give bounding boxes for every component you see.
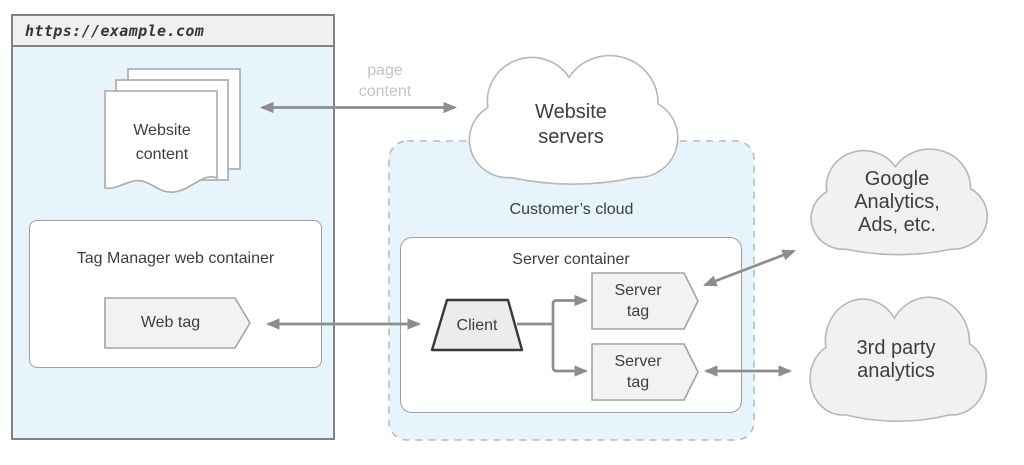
google-analytics-label: Google Analytics, Ads, etc. bbox=[854, 168, 940, 236]
server-tag-bottom-shape bbox=[591, 343, 699, 401]
browser-url: https://example.com bbox=[25, 21, 205, 40]
server-tag-bottom-label: Server tag bbox=[614, 353, 662, 391]
website-pages-icon bbox=[104, 68, 241, 193]
server-tag-top-shape bbox=[591, 272, 699, 330]
server-tag-top-label: Server tag bbox=[614, 282, 662, 320]
customer-cloud-title: Customer’s cloud bbox=[509, 201, 634, 218]
web-tag-label: Web tag bbox=[140, 314, 201, 331]
browser-url-bar: https://example.com bbox=[13, 16, 333, 47]
client-label: Client bbox=[456, 317, 498, 334]
google-analytics-cloud-icon bbox=[799, 142, 995, 257]
third-party-label: 3rd party analytics bbox=[856, 337, 936, 382]
website-servers-cloud-icon bbox=[455, 47, 687, 187]
client-shape bbox=[430, 298, 524, 352]
web-tag-shape bbox=[104, 297, 251, 349]
third-party-cloud-icon bbox=[798, 289, 994, 424]
page-content-label: page content bbox=[358, 62, 412, 100]
website-servers-label: Website servers bbox=[535, 101, 607, 148]
tag-manager-title: Tag Manager web container bbox=[76, 250, 275, 267]
website-content-label: Website content bbox=[133, 122, 191, 163]
server-container-title: Server container bbox=[512, 251, 630, 268]
